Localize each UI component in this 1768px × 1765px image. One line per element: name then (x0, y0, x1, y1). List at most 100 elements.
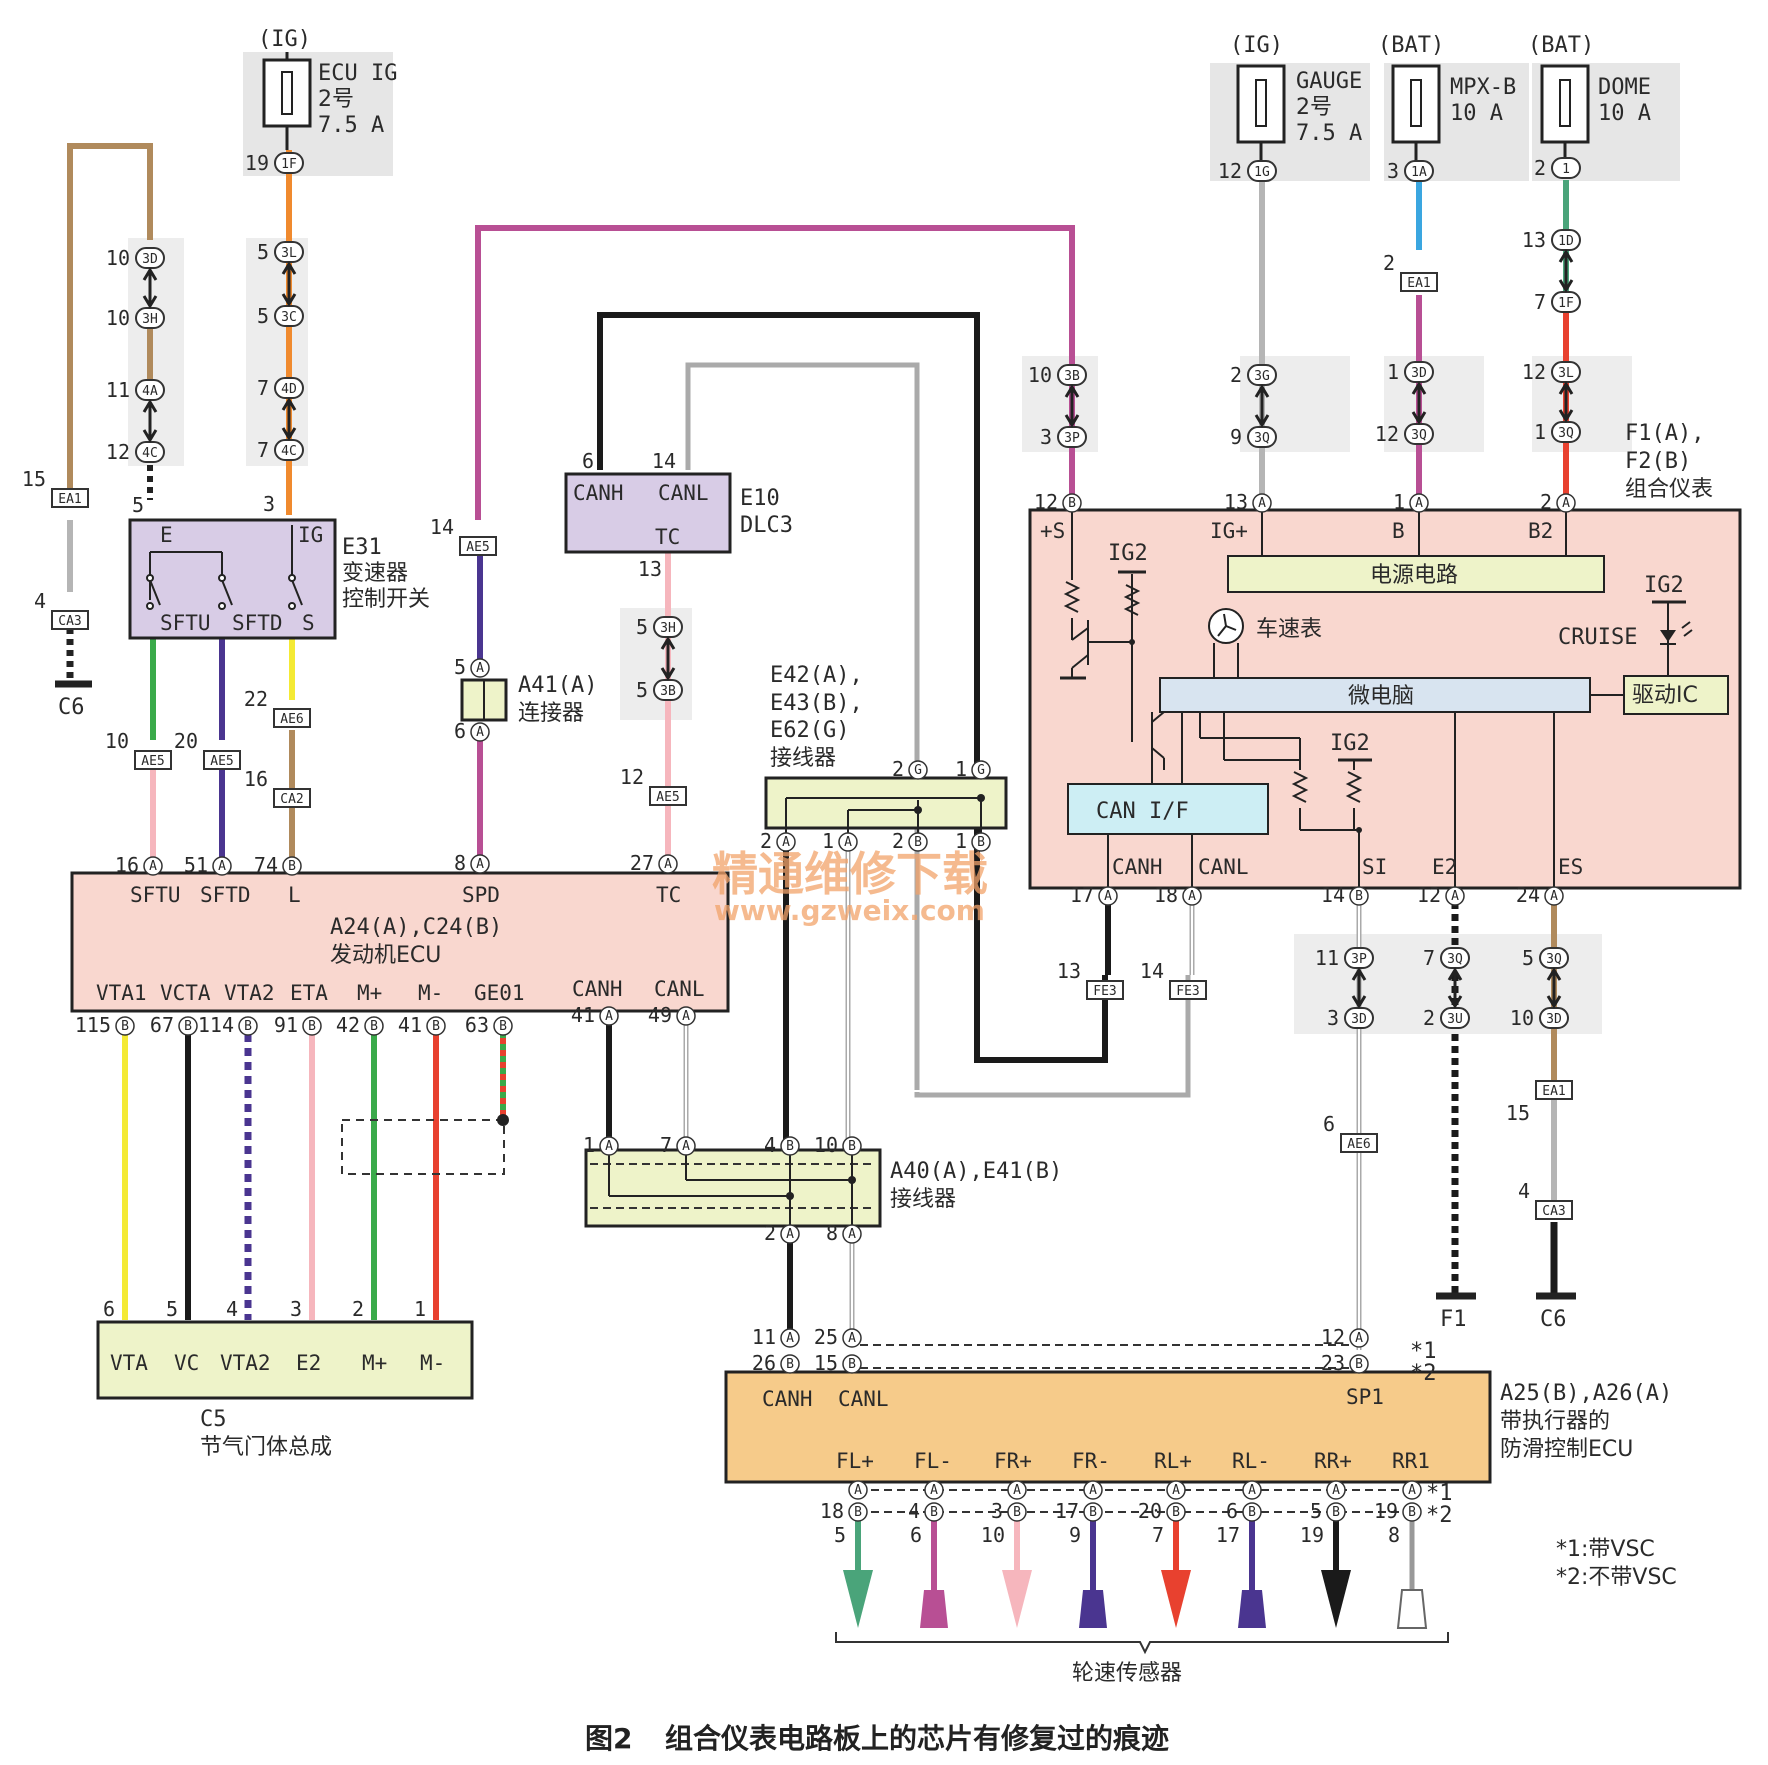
abs-out-fr-minus: FR- (1072, 1449, 1110, 1473)
pin-letter-circle (971, 832, 991, 852)
connector-pill-label: 4D (281, 382, 297, 397)
pin-number: 6 (582, 449, 594, 473)
connector-flag-label: EA1 (1407, 276, 1430, 291)
fuse-dome-symbol (1540, 64, 1590, 165)
pin-number: 74 (254, 853, 278, 877)
pin-number: 22 (244, 687, 268, 711)
connector-pill-label: 3H (142, 312, 158, 327)
abs-out-rl-minus: RL- (1232, 1449, 1270, 1473)
pin-number: 12 (1375, 422, 1399, 446)
pin-letter-circle (658, 854, 678, 874)
pin-letter-circle (924, 1502, 944, 1522)
e31-name-2: 控制开关 (342, 587, 430, 612)
connector-flag-label: CA3 (1542, 1204, 1565, 1219)
e42-label-2: E43(B), (770, 691, 863, 716)
meter-can-if-label: CAN I/F (1096, 799, 1189, 824)
pin-number: 12 (1417, 883, 1441, 907)
meter-pin-canl: CANL (1198, 855, 1249, 879)
connector-flag-label: EA1 (58, 492, 81, 507)
ecu-pin-vta2: VTA2 (224, 981, 275, 1005)
pin-number: 11 (106, 378, 130, 402)
pin-letter-circle (1349, 1328, 1369, 1348)
pin-letter-circle (1062, 493, 1082, 513)
pin-number: 5 (636, 615, 648, 639)
c5-name: 节气门体总成 (200, 1435, 332, 1460)
pin-number: 14 (652, 449, 676, 473)
pin-number: 2 (352, 1297, 364, 1321)
connector-pill-label: 4A (142, 384, 158, 399)
pin-letter: A (1248, 1483, 1256, 1498)
connector-flag (134, 750, 172, 770)
e31-pin-sftu: SFTU (160, 611, 211, 635)
c5-pin-vta: VTA (110, 1351, 148, 1375)
pin-number: 17 (1070, 883, 1094, 907)
pin-number: 16 (244, 767, 268, 791)
pin-letter-circle (1402, 1480, 1422, 1500)
ecu-pin-canl: CANL (654, 977, 705, 1001)
meter-ig2-1: IG2 (1108, 541, 1148, 566)
pin-number: 18 (820, 1499, 844, 1523)
pin-number: 1 (1393, 490, 1405, 514)
pin-number: 13 (1522, 228, 1546, 252)
connector-pill-label: 3B (660, 684, 676, 699)
pin-letter-circle (1326, 1480, 1346, 1500)
wheel-speed-sensor-label: 轮速传感器 (1072, 1661, 1182, 1686)
pin-letter: A (218, 859, 226, 874)
pin-number: 3 (991, 1499, 1003, 1523)
pin-letter: A (605, 1009, 613, 1024)
pin-number: 19 (1300, 1523, 1324, 1547)
pin-number: 11 (1315, 946, 1339, 970)
power-source-ig-2: (IG) (1230, 33, 1283, 58)
connector-pill-label: 1A (1411, 165, 1427, 180)
pin-number: 8 (826, 1221, 838, 1245)
e10-name: DLC3 (740, 513, 793, 538)
connector-flag (1169, 980, 1207, 1000)
pin-letter-circle (470, 854, 490, 874)
pin-letter: B (121, 1019, 129, 1034)
dlc3-tc: TC (655, 525, 680, 549)
pin-letter: B (930, 1505, 938, 1520)
pin-number: 1 (1534, 420, 1546, 444)
pin-number: 49 (648, 1003, 672, 1027)
fuse-ecu-ig-symbol (262, 52, 312, 150)
ecu-pin-vcta: VCTA (160, 981, 211, 1005)
ecu-id: A24(A),C24(B) (330, 915, 502, 940)
meter-pin-canh: CANH (1112, 855, 1163, 879)
pin-letter-circle (1349, 886, 1369, 906)
connector-flag (203, 750, 241, 770)
fuse-mpxb-symbol (1391, 64, 1441, 165)
pin-letter: A (786, 1227, 794, 1242)
pin-letter-circle (1098, 886, 1118, 906)
pin-number: 115 (75, 1013, 111, 1037)
pin-letter: B (1068, 496, 1076, 511)
pin-number: 17 (1216, 1523, 1240, 1547)
connector-flag (51, 488, 89, 508)
pin-letter-circle (842, 1224, 862, 1244)
meter-driver-label: 驱动IC (1632, 683, 1698, 708)
pin-letter: A (1104, 889, 1112, 904)
pin-number: 12 (106, 440, 130, 464)
pin-letter-circle (1445, 886, 1465, 906)
pin-letter-circle (1409, 493, 1429, 513)
meter-cruise-label: CRUISE (1558, 625, 1637, 650)
pin-letter-circle (838, 832, 858, 852)
pin-letter-circle (302, 1016, 322, 1036)
pin-letter-circle (1083, 1502, 1103, 1522)
pin-number: 6 (910, 1523, 922, 1547)
pin-number: 5 (257, 240, 269, 264)
meter-power-label: 电源电路 (1370, 563, 1458, 588)
pin-number: 19 (245, 151, 269, 175)
pin-letter: B (370, 1019, 378, 1034)
connector-flag (1535, 1080, 1573, 1100)
pin-number: 12 (1034, 490, 1058, 514)
pin-number: 8 (1388, 1523, 1400, 1547)
connector-pill-label: 1F (281, 157, 297, 172)
c5-pin-m-minus: M- (420, 1351, 445, 1375)
e42-junction (764, 776, 1008, 836)
fuse-dome-name: DOME (1598, 75, 1651, 100)
ecu-pin-eta: ETA (290, 981, 328, 1005)
abs-pin-sp1: SP1 (1346, 1385, 1384, 1409)
pin-number: 18 (1154, 883, 1178, 907)
ecu-pin-m-plus: M+ (357, 981, 382, 1005)
